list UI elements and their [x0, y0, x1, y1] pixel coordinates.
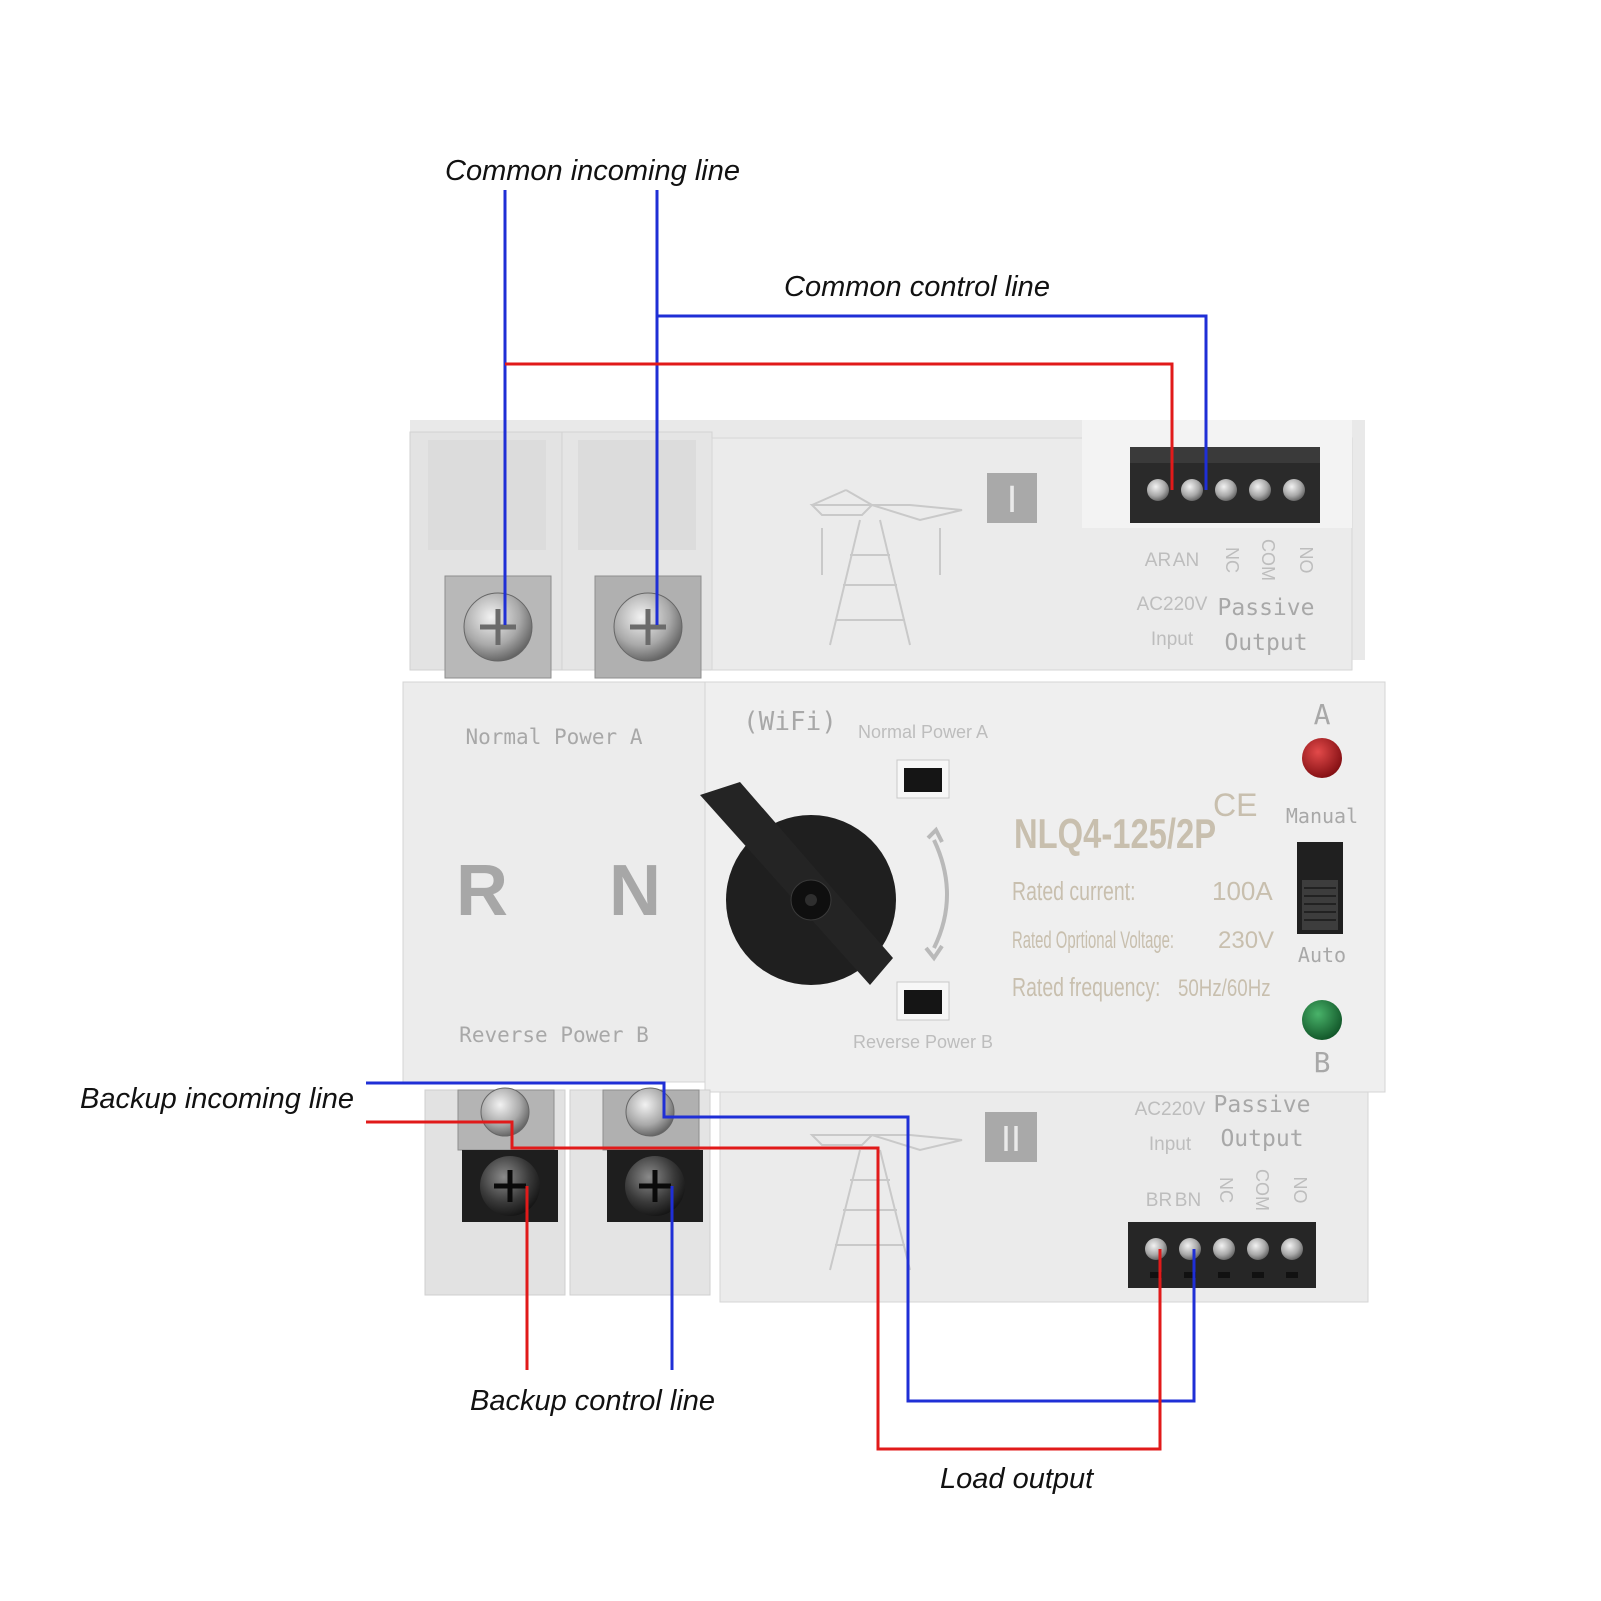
- pin-br-label: BR: [1146, 1190, 1172, 1211]
- switch-device: I AR AN NC COM NO AC220V: [402, 420, 1386, 1303]
- rated-voltage-label: Rated Oprtional Voltage:: [1012, 928, 1174, 954]
- top-input-label: Input: [1151, 629, 1194, 650]
- bottom-output-label: Output: [1220, 1126, 1303, 1152]
- wifi-label: (WiFi): [743, 707, 837, 737]
- top-terminal-screws: [1147, 479, 1305, 501]
- pole-r-label: R: [456, 851, 508, 931]
- pin-bn-label: BN: [1175, 1190, 1201, 1211]
- top-passive-label: Passive: [1218, 595, 1315, 621]
- manual-auto-switch[interactable]: [1297, 842, 1343, 934]
- section-2-badge: [985, 1112, 1037, 1162]
- wire-common-control-red: [505, 362, 1174, 490]
- led-b-indicator: [1302, 1000, 1342, 1040]
- left-normal-power-a: Normal Power A: [465, 725, 642, 749]
- left-reverse-power-b: Reverse Power B: [459, 1023, 649, 1047]
- top-terminal-labels: AR AN NC COM NO AC220V Input Passive Out…: [1137, 539, 1316, 656]
- ce-mark: CE: [1213, 787, 1257, 823]
- wire-backup-incoming-blue: [366, 1081, 1196, 1403]
- pin-an-label: AN: [1173, 550, 1199, 571]
- normal-power-a-label: Normal Power A: [858, 722, 988, 742]
- callout-common-control: Common control line: [784, 271, 1050, 303]
- pylon-icon-top: [809, 489, 963, 646]
- rated-current-value: 100A: [1212, 876, 1273, 906]
- terminal-nc-screw[interactable]: [1215, 479, 1237, 501]
- terminal-br-screw[interactable]: [1145, 1238, 1167, 1260]
- pin-ar-label: AR: [1145, 550, 1171, 571]
- callout-common-incoming: Common incoming line: [445, 155, 740, 187]
- top-output-label: Output: [1224, 630, 1307, 656]
- pin-nc-label: NC: [1222, 547, 1242, 573]
- bottom-pole-terminals: [457, 1087, 703, 1222]
- terminal-r-bottom-upper-screw[interactable]: [480, 1087, 530, 1137]
- terminal-bn-screw[interactable]: [1179, 1238, 1201, 1260]
- top-terminal-block: [1130, 447, 1320, 523]
- terminal-nc-bottom-screw[interactable]: [1213, 1238, 1235, 1260]
- terminal-com-screw[interactable]: [1249, 479, 1271, 501]
- pole-n-label: N: [609, 851, 661, 931]
- led-a-indicator: [1302, 738, 1342, 778]
- callout-load-output: Load output: [940, 1463, 1095, 1495]
- indicator-a-label: A: [1314, 698, 1331, 731]
- rated-voltage-value: 230V: [1218, 927, 1274, 954]
- bottom-input-volt: AC220V: [1135, 1099, 1206, 1120]
- front-left-panel: [402, 681, 706, 1083]
- bottom-passive-label: Passive: [1214, 1092, 1311, 1118]
- indicator-b-label: B: [1314, 1046, 1331, 1079]
- reverse-power-b-label: Reverse Power B: [853, 1032, 993, 1052]
- terminal-n-bottom-upper-screw[interactable]: [625, 1087, 675, 1137]
- rated-frequency-label: Rated frequency:: [1012, 972, 1160, 1001]
- rated-current-label: Rated current:: [1012, 876, 1136, 905]
- top-input-volt: AC220V: [1137, 594, 1208, 615]
- terminal-an-screw[interactable]: [1181, 479, 1203, 501]
- manual-label: Manual: [1286, 804, 1358, 828]
- pin-no-label: NO: [1296, 547, 1316, 574]
- callout-backup-control: Backup control line: [470, 1385, 715, 1417]
- bottom-terminal-block: [1128, 1222, 1316, 1288]
- rated-frequency-value: 50Hz/60Hz: [1178, 975, 1271, 1002]
- wire-backup-incoming-red: [366, 1120, 1162, 1451]
- callout-backup-incoming: Backup incoming line: [80, 1083, 354, 1115]
- bottom-terminal-labels: AC220V Input Passive Output BR BN NC COM…: [1135, 1092, 1311, 1211]
- section-1-badge: [987, 473, 1037, 523]
- top-pole-terminals: [444, 575, 702, 679]
- rotary-handle[interactable]: [700, 782, 896, 985]
- pin-no-bottom-label: NO: [1290, 1177, 1310, 1204]
- rotation-arrow-icon: [924, 826, 949, 962]
- section-2-text: II: [1001, 1118, 1021, 1159]
- wiring-lines: [366, 190, 1208, 1451]
- terminal-no-screw[interactable]: [1283, 479, 1305, 501]
- terminal-com-bottom-screw[interactable]: [1247, 1238, 1269, 1260]
- pin-com-bottom-label: COM: [1252, 1169, 1272, 1211]
- pin-com-label: COM: [1258, 539, 1278, 581]
- bottom-input-label: Input: [1149, 1134, 1192, 1155]
- pylon-icon-bottom: [809, 1134, 963, 1271]
- terminal-ar-screw[interactable]: [1147, 479, 1169, 501]
- terminal-no-bottom-screw[interactable]: [1281, 1238, 1303, 1260]
- wire-common-control-blue: [657, 314, 1208, 490]
- model-name: NLQ4-125/2P: [1014, 810, 1216, 857]
- pin-nc-bottom-label: NC: [1216, 1177, 1236, 1203]
- section-1-text: I: [1007, 479, 1018, 521]
- auto-label: Auto: [1298, 943, 1346, 967]
